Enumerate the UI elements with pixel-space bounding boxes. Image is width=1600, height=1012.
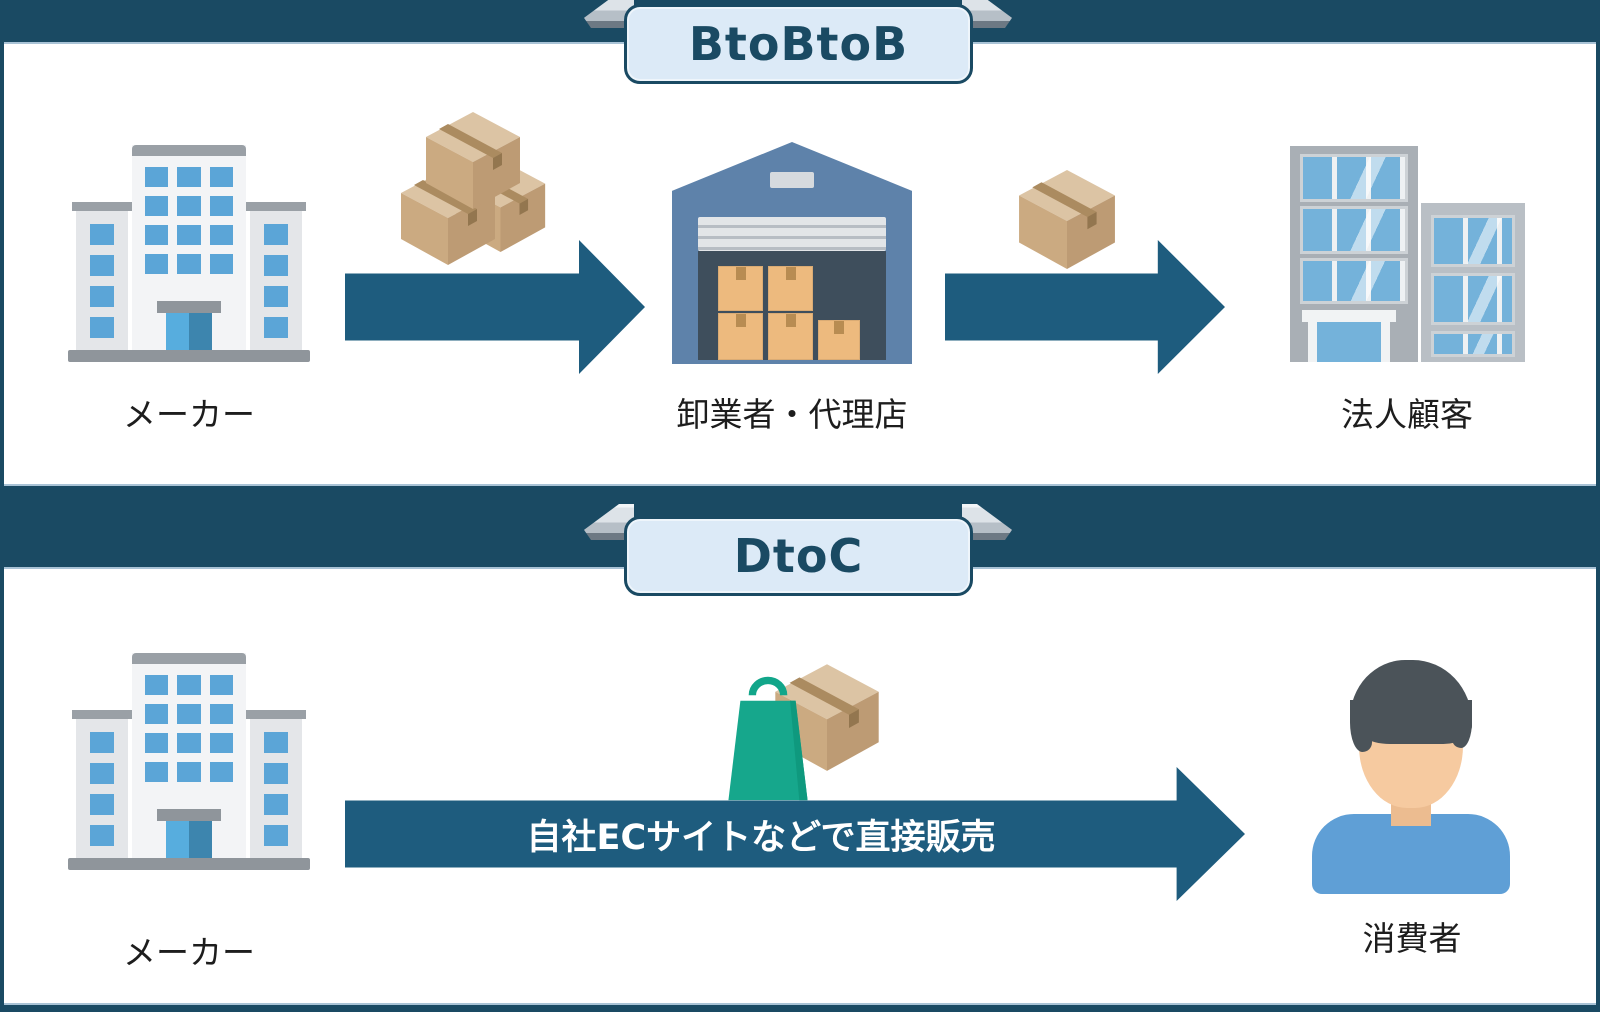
box-icon <box>1019 170 1115 269</box>
corporate-building-icon <box>1290 146 1525 362</box>
node-label-consumer: 消費者 <box>1362 919 1462 958</box>
section-title-btobtob: BtoBtoB <box>624 4 973 84</box>
arrow-label-direct-sales: 自社ECサイトなどで直接販売 <box>526 817 996 858</box>
office-building-icon <box>68 140 310 362</box>
building-wing <box>246 710 306 858</box>
building-wing <box>72 202 132 350</box>
node-label-wholesaler: 卸業者・代理店 <box>676 395 908 434</box>
office-building-icon <box>68 648 310 870</box>
node-label-manufacturer: メーカー <box>123 395 255 434</box>
building-tower <box>132 653 246 858</box>
node-label-corporate-customer: 法人顧客 <box>1341 395 1473 434</box>
section-title-dtoc: DtoC <box>624 516 973 596</box>
building-wing <box>72 710 132 858</box>
consumer-person-icon <box>1312 660 1510 894</box>
boxes-stack-icon <box>401 112 546 265</box>
building-tower <box>132 145 246 350</box>
warehouse-icon <box>672 142 912 364</box>
node-label-manufacturer: メーカー <box>123 933 255 972</box>
building-wing <box>246 202 306 350</box>
shopping-bag-icon <box>728 676 808 801</box>
